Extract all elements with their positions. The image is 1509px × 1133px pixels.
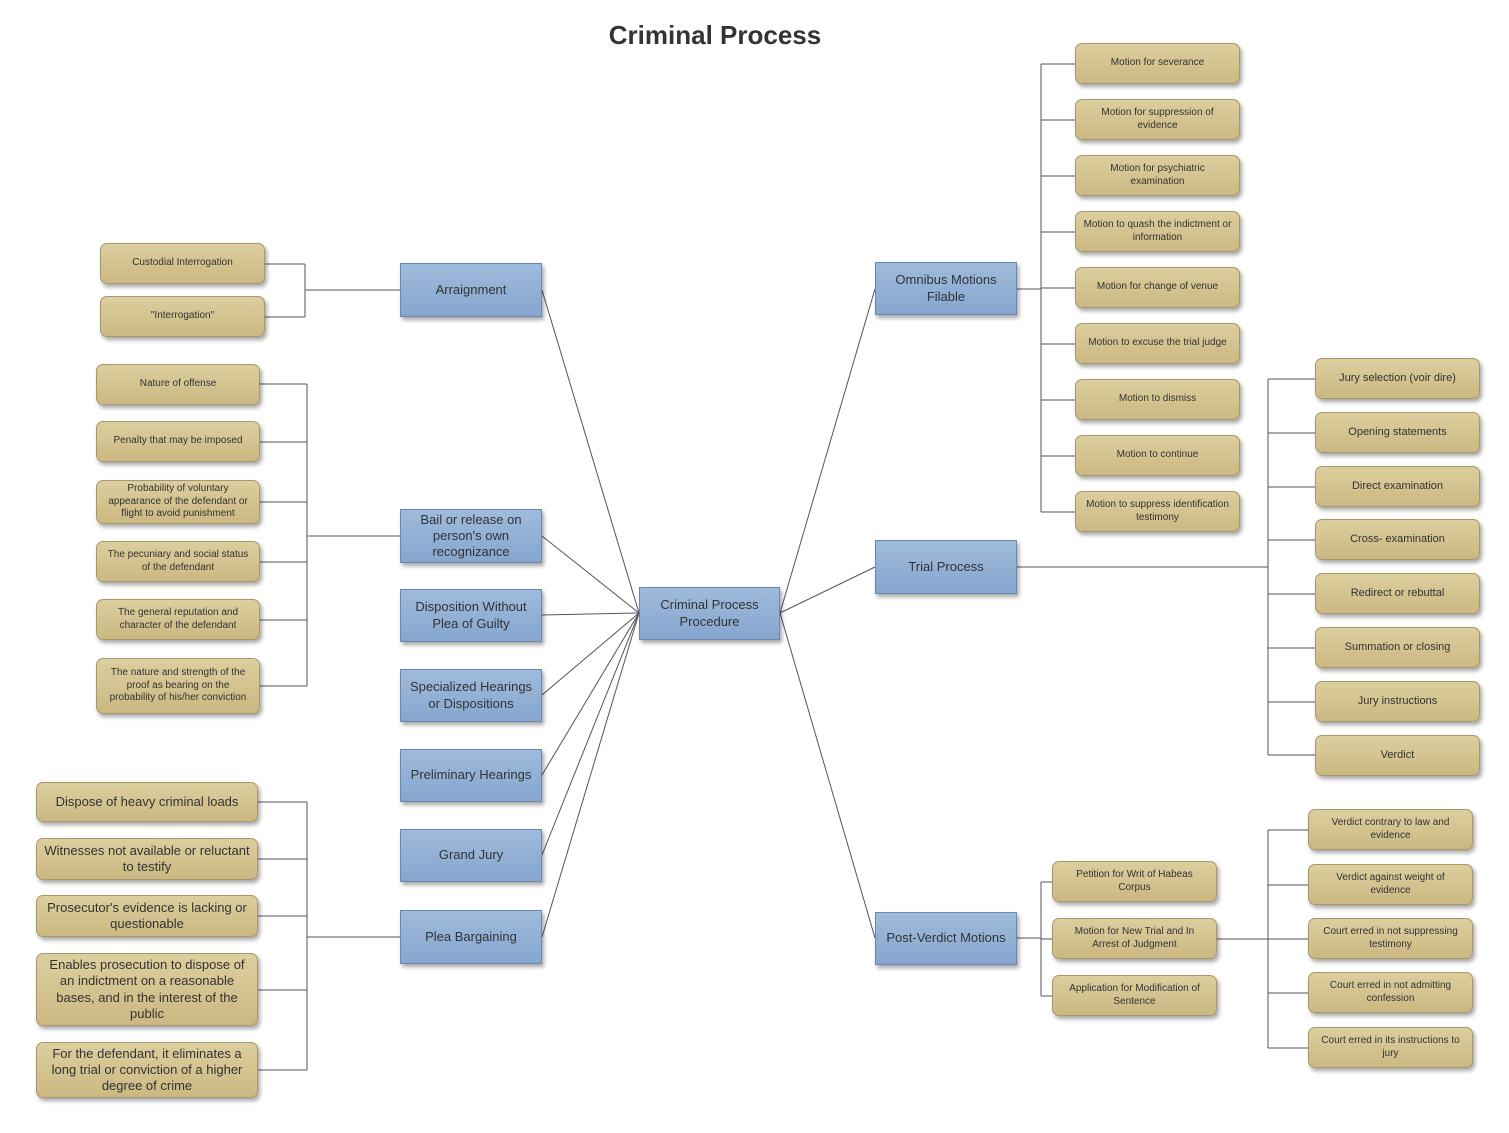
- bail-child[interactable]: The nature and strength of the proof as …: [96, 658, 260, 714]
- post-verdict-child[interactable]: Application for Modification of Sentence: [1052, 975, 1217, 1016]
- bail-child[interactable]: The pecuniary and social status of the d…: [96, 541, 260, 582]
- omnibus-child[interactable]: Motion for psychiatric examination: [1075, 155, 1240, 196]
- new-trial-child[interactable]: Court erred in its instructions to jury: [1308, 1027, 1473, 1068]
- arraignment-child[interactable]: "Interrogation": [100, 296, 265, 337]
- omnibus-child[interactable]: Motion for change of venue: [1075, 267, 1240, 308]
- arraignment-node[interactable]: Arraignment: [400, 263, 542, 317]
- new-trial-child[interactable]: Court erred in not admitting confession: [1308, 972, 1473, 1013]
- bail-child[interactable]: Probability of voluntary appearance of t…: [96, 480, 260, 524]
- hub-line: [541, 612, 640, 856]
- bail-child[interactable]: Nature of offense: [96, 364, 260, 405]
- hub-line: [779, 612, 876, 939]
- bail-child[interactable]: Penalty that may be imposed: [96, 421, 260, 462]
- omnibus-child[interactable]: Motion to excuse the trial judge: [1075, 323, 1240, 364]
- hub-line: [779, 566, 876, 614]
- plea-child[interactable]: Witnesses not available or reluctant to …: [36, 838, 258, 880]
- hub-line: [541, 535, 640, 614]
- bail-node[interactable]: Bail or release on person's own recogniz…: [400, 509, 542, 563]
- trial-child[interactable]: Jury instructions: [1315, 681, 1480, 722]
- grand-jury-node[interactable]: Grand Jury: [400, 829, 542, 882]
- new-trial-child[interactable]: Verdict contrary to law and evidence: [1308, 809, 1473, 850]
- hub-line: [541, 289, 640, 614]
- diagram-title: Criminal Process: [608, 20, 822, 50]
- omnibus-motions-node[interactable]: Omnibus Motions Filable: [875, 262, 1017, 315]
- new-trial-child[interactable]: Verdict against weight of evidence: [1308, 864, 1473, 905]
- trial-child[interactable]: Summation or closing: [1315, 627, 1480, 668]
- specialized-hearings-node[interactable]: Specialized Hearings or Dispositions: [400, 669, 542, 722]
- hub-line: [779, 288, 876, 614]
- hub-line: [541, 612, 640, 938]
- post-verdict-child[interactable]: Petition for Writ of Habeas Corpus: [1052, 861, 1217, 902]
- trial-child[interactable]: Jury selection (voir dire): [1315, 358, 1480, 399]
- hub-line: [541, 612, 640, 696]
- center-node[interactable]: Criminal Process Procedure: [639, 587, 780, 640]
- trial-child[interactable]: Redirect or rebuttal: [1315, 573, 1480, 614]
- trial-child[interactable]: Opening statements: [1315, 412, 1480, 453]
- arraignment-child[interactable]: Custodial Interrogation: [100, 243, 265, 284]
- bail-child[interactable]: The general reputation and character of …: [96, 599, 260, 640]
- plea-bargaining-node[interactable]: Plea Bargaining: [400, 910, 542, 964]
- trial-child[interactable]: Direct examination: [1315, 466, 1480, 507]
- plea-child[interactable]: Prosecutor's evidence is lacking or ques…: [36, 895, 258, 937]
- hub-line: [541, 612, 640, 776]
- preliminary-hearings-node[interactable]: Preliminary Hearings: [400, 749, 542, 802]
- omnibus-child[interactable]: Motion to quash the indictment or inform…: [1075, 211, 1240, 252]
- trial-process-node[interactable]: Trial Process: [875, 540, 1017, 594]
- omnibus-child[interactable]: Motion for suppression of evidence: [1075, 99, 1240, 140]
- plea-child[interactable]: For the defendant, it eliminates a long …: [36, 1042, 258, 1098]
- omnibus-child[interactable]: Motion to dismiss: [1075, 379, 1240, 420]
- omnibus-child[interactable]: Motion to suppress identification testim…: [1075, 491, 1240, 532]
- plea-child[interactable]: Enables prosecution to dispose of an ind…: [36, 953, 258, 1026]
- hub-line: [541, 612, 640, 616]
- post-verdict-child[interactable]: Motion for New Trial and In Arrest of Ju…: [1052, 918, 1217, 959]
- post-verdict-node[interactable]: Post-Verdict Motions: [875, 912, 1017, 965]
- omnibus-child[interactable]: Motion for severance: [1075, 43, 1240, 84]
- trial-child[interactable]: Verdict: [1315, 735, 1480, 776]
- new-trial-child[interactable]: Court erred in not suppressing testimony: [1308, 918, 1473, 959]
- omnibus-child[interactable]: Motion to continue: [1075, 435, 1240, 476]
- plea-child[interactable]: Dispose of heavy criminal loads: [36, 782, 258, 822]
- disposition-node[interactable]: Disposition Without Plea of Guilty: [400, 589, 542, 642]
- trial-child[interactable]: Cross- examination: [1315, 519, 1480, 560]
